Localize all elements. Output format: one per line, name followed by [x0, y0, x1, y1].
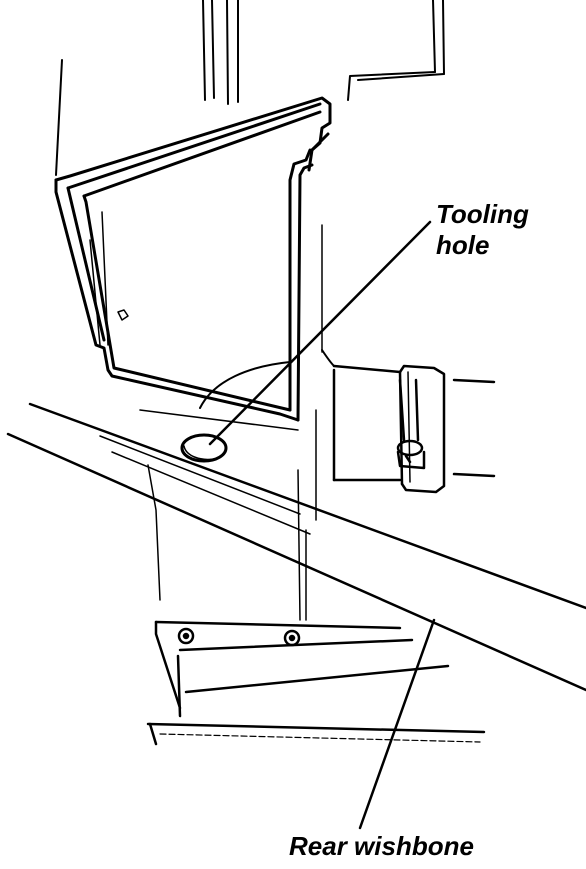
rear-wishbone-leader — [358, 618, 436, 830]
upper-chassis-rails — [55, 0, 445, 176]
rear-wishbone-bar — [6, 402, 586, 692]
tooling-hole-label-line1: Tooling — [436, 199, 529, 229]
tooling-hole-leader — [208, 220, 432, 446]
gusset — [199, 349, 335, 409]
box-section-frame — [54, 96, 332, 422]
rear-wishbone-label: Rear wishbone — [289, 831, 474, 861]
leader-lines — [208, 220, 436, 830]
tooling-hole-shape — [180, 433, 228, 463]
inner-panel-lines — [89, 211, 323, 621]
lower-bracket — [146, 620, 486, 746]
side-tube-with-clamp — [332, 364, 496, 494]
tooling-hole-label-line2: hole — [436, 230, 490, 260]
